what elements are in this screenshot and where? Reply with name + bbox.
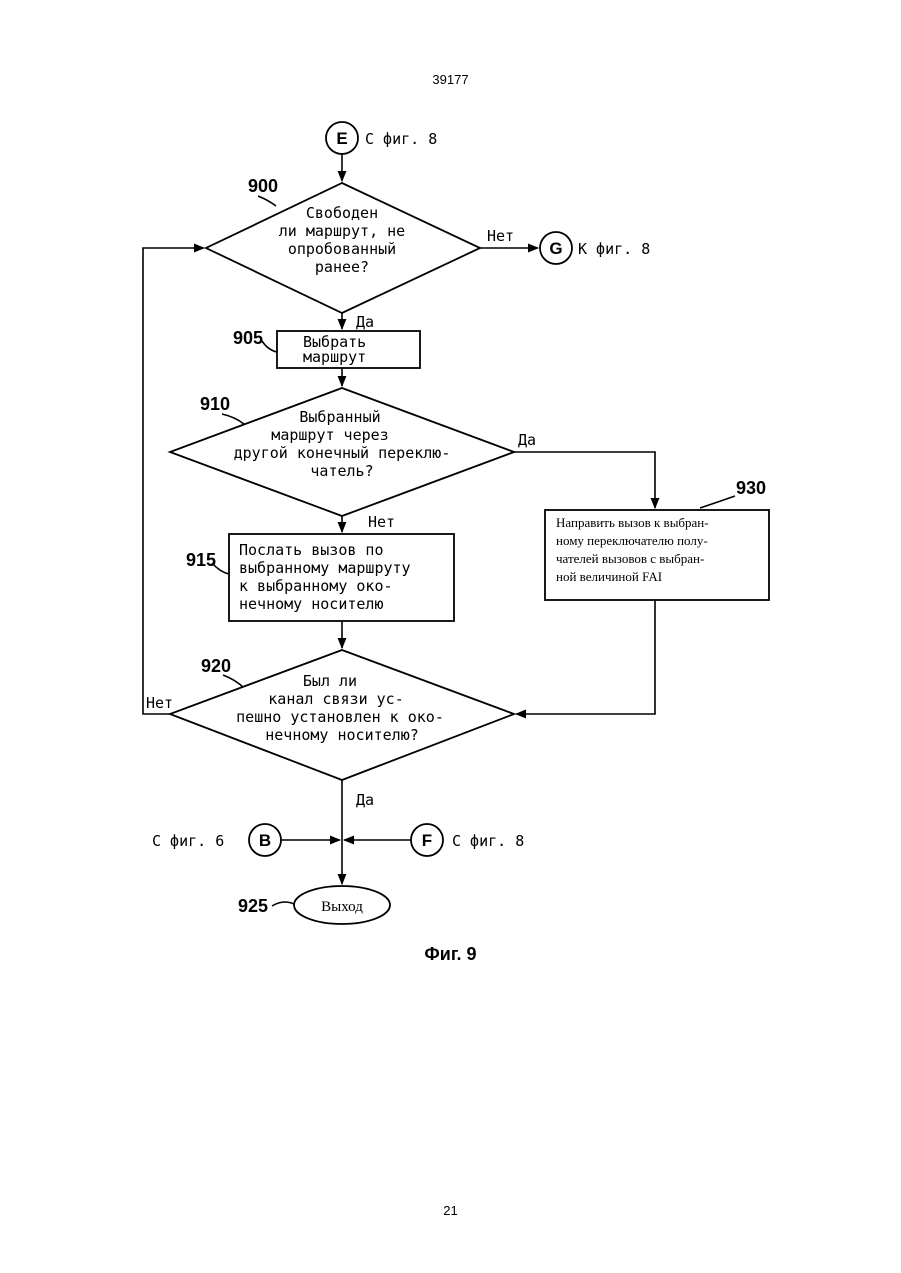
label-900-no: Нет bbox=[487, 227, 514, 245]
svg-text:канал связи ус-: канал связи ус- bbox=[268, 690, 403, 708]
svg-text:чатель?: чатель? bbox=[310, 462, 373, 480]
svg-text:Свободен: Свободен bbox=[306, 204, 378, 222]
ref-920: 920 bbox=[201, 656, 231, 676]
decision-900: 900 Свободен ли маршрут, не опробованный… bbox=[206, 176, 480, 313]
page-number: 21 bbox=[0, 1203, 901, 1218]
ref-900: 900 bbox=[248, 176, 278, 196]
ref-925: 925 bbox=[238, 896, 268, 916]
svg-text:нечному носителю?: нечному носителю? bbox=[265, 726, 419, 744]
label-920-yes: Да bbox=[356, 791, 374, 809]
flow-arrow-920-no-loop bbox=[143, 248, 204, 714]
svg-text:чателей вызовов с выбран-: чателей вызовов с выбран- bbox=[556, 551, 704, 566]
svg-text:Выбранный: Выбранный bbox=[299, 408, 380, 426]
svg-text:маршрут: маршрут bbox=[303, 348, 366, 366]
label-910-yes: Да bbox=[518, 431, 536, 449]
svg-text:Был ли: Был ли bbox=[303, 672, 357, 690]
svg-text:выбранному маршруту: выбранному маршруту bbox=[239, 559, 411, 577]
ref-905: 905 bbox=[233, 328, 263, 348]
label-910-no: Нет bbox=[368, 513, 395, 531]
svg-text:С фиг. 6: С фиг. 6 bbox=[152, 832, 224, 850]
figure-caption: Фиг. 9 bbox=[0, 944, 901, 965]
svg-text:B: B bbox=[259, 831, 271, 850]
svg-text:G: G bbox=[549, 239, 562, 258]
svg-text:нечному носителю: нечному носителю bbox=[239, 595, 384, 613]
process-915: 915 Послать вызов по выбранному маршруту… bbox=[186, 534, 454, 621]
connector-g: G К фиг. 8 bbox=[540, 232, 650, 264]
process-905: 905 Выбрать маршрут bbox=[233, 328, 420, 368]
connector-f: F С фиг. 8 bbox=[411, 824, 524, 856]
svg-text:К фиг. 8: К фиг. 8 bbox=[578, 240, 650, 258]
connector-e: E С фиг. 8 bbox=[326, 122, 437, 154]
label-900-yes: Да bbox=[356, 313, 374, 331]
ref-915: 915 bbox=[186, 550, 216, 570]
process-930: 930 Направить вызов к выбран- ному перек… bbox=[545, 478, 769, 600]
svg-text:Направить вызов к выбран-: Направить вызов к выбран- bbox=[556, 515, 709, 530]
svg-text:пешно установлен к око-: пешно установлен к око- bbox=[236, 708, 444, 726]
svg-text:Выход: Выход bbox=[321, 899, 363, 915]
svg-text:опробованный: опробованный bbox=[288, 240, 396, 258]
svg-text:С фиг. 8: С фиг. 8 bbox=[452, 832, 524, 850]
svg-text:ному переключателю полу-: ному переключателю полу- bbox=[556, 533, 708, 548]
svg-text:Послать вызов по: Послать вызов по bbox=[239, 541, 384, 559]
svg-text:маршрут через: маршрут через bbox=[271, 426, 388, 444]
svg-text:к выбранному око-: к выбранному око- bbox=[239, 577, 393, 595]
decision-910: 910 Выбранный маршрут через другой конеч… bbox=[170, 388, 514, 516]
svg-text:F: F bbox=[422, 831, 432, 850]
ref-930: 930 bbox=[736, 478, 766, 498]
svg-text:другой конечный переклю-: другой конечный переклю- bbox=[234, 444, 451, 462]
label-920-no: Нет bbox=[146, 694, 173, 712]
decision-920: 920 Был ли канал связи ус- пешно установ… bbox=[170, 650, 514, 780]
svg-text:ли маршрут, не: ли маршрут, не bbox=[279, 222, 405, 240]
svg-text:С фиг. 8: С фиг. 8 bbox=[365, 130, 437, 148]
ref-910: 910 bbox=[200, 394, 230, 414]
flow-arrow-930-920 bbox=[516, 600, 655, 714]
svg-text:ной величиной FAI: ной величиной FAI bbox=[556, 569, 662, 584]
connector-b: С фиг. 6 B bbox=[152, 824, 281, 856]
svg-text:ранее?: ранее? bbox=[315, 258, 369, 276]
terminal-925: 925 Выход bbox=[238, 886, 390, 924]
svg-text:E: E bbox=[336, 129, 347, 148]
flow-arrow-910-yes bbox=[514, 452, 655, 508]
